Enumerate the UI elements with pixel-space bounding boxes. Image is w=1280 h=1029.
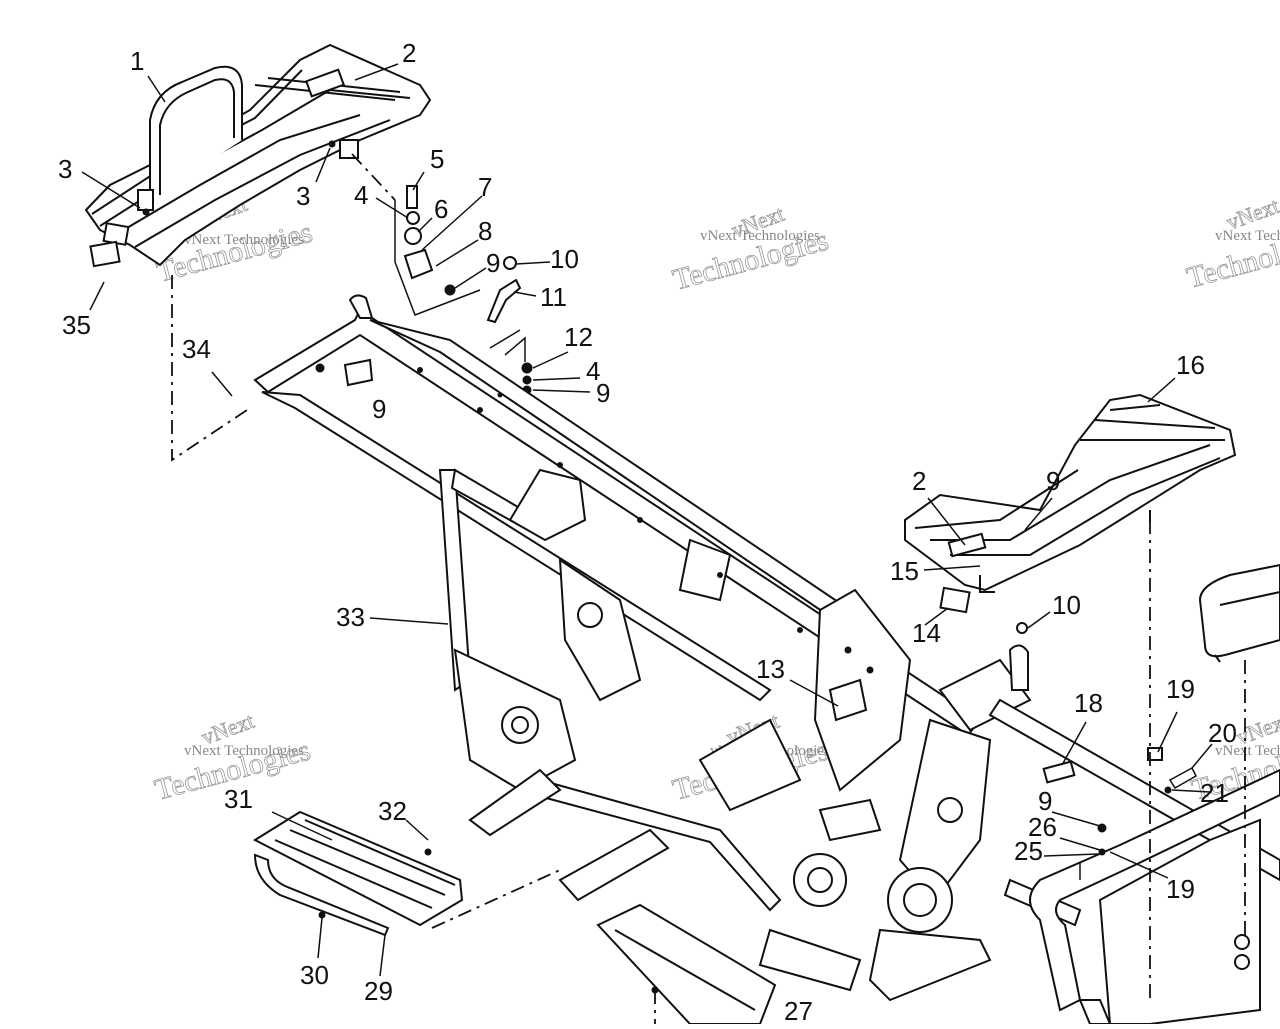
callout-31: 31 bbox=[224, 784, 253, 814]
assembly-lines bbox=[171, 153, 1246, 1024]
svg-text:vNext Technologies: vNext Technologies bbox=[184, 232, 304, 248]
leader-lines bbox=[81, 63, 1213, 977]
callout-29: 29 bbox=[364, 976, 393, 1006]
callout-21: 21 bbox=[1200, 778, 1229, 808]
callout-12: 12 bbox=[564, 322, 593, 352]
taillight bbox=[1198, 563, 1280, 663]
callout-32: 32 bbox=[378, 796, 407, 826]
callout-9: 9 bbox=[1046, 466, 1060, 496]
callout-2: 2 bbox=[912, 466, 926, 496]
callout-30: 30 bbox=[300, 960, 329, 990]
callout-19: 19 bbox=[1166, 874, 1195, 904]
callout-9: 9 bbox=[486, 248, 500, 278]
callout-10: 10 bbox=[550, 244, 579, 274]
callout-2: 2 bbox=[402, 38, 416, 68]
callout-9: 9 bbox=[372, 394, 386, 424]
footrest bbox=[252, 810, 464, 937]
rear-rack bbox=[904, 393, 1237, 614]
callout-1: 1 bbox=[130, 46, 144, 76]
rear-bumper bbox=[1029, 768, 1280, 1025]
rear-hardware bbox=[1016, 622, 1197, 880]
callout-10: 10 bbox=[1052, 590, 1081, 620]
callout-33: 33 bbox=[336, 602, 365, 632]
callout-3: 3 bbox=[296, 181, 310, 211]
skid-plate bbox=[596, 903, 777, 1025]
callout-18: 18 bbox=[1074, 688, 1103, 718]
callout-25: 25 bbox=[1014, 836, 1043, 866]
callout-35: 35 bbox=[62, 310, 91, 340]
callout-4: 4 bbox=[586, 356, 600, 386]
watermark-right-top: vNext vNext Technologies Technologies bbox=[1183, 192, 1280, 295]
callout-16: 16 bbox=[1176, 350, 1205, 380]
svg-text:vNext Technologies: vNext Technologies bbox=[700, 228, 820, 244]
callout-5: 5 bbox=[430, 144, 444, 174]
callout-26: 26 bbox=[1028, 812, 1057, 842]
callout-labels: 1 2 3 3 5 4 6 7 8 9 10 11 12 4 9 35 34 9… bbox=[58, 38, 1237, 1026]
callout-19: 19 bbox=[1166, 674, 1195, 704]
callout-13: 13 bbox=[756, 654, 785, 684]
callout-20: 20 bbox=[1208, 718, 1237, 748]
callout-27: 27 bbox=[784, 996, 813, 1024]
callout-7: 7 bbox=[478, 172, 492, 202]
watermark-center-top: vNext vNext Technologies Technologies bbox=[669, 200, 832, 297]
front-rack bbox=[84, 43, 432, 268]
callout-3: 3 bbox=[58, 154, 72, 184]
callout-6: 6 bbox=[434, 194, 448, 224]
svg-text:vNext Technologies: vNext Technologies bbox=[1215, 228, 1280, 244]
callout-8: 8 bbox=[478, 216, 492, 246]
callout-9: 9 bbox=[596, 378, 610, 408]
svg-text:vNext Technologies: vNext Technologies bbox=[184, 743, 304, 759]
callout-15: 15 bbox=[890, 556, 919, 586]
callout-9: 9 bbox=[1038, 786, 1052, 816]
callout-4: 4 bbox=[354, 180, 368, 210]
callout-34: 34 bbox=[182, 334, 211, 364]
callout-11: 11 bbox=[540, 282, 567, 312]
svg-text:vNext Technologies: vNext Technologies bbox=[1215, 743, 1280, 759]
main-frame bbox=[253, 294, 1280, 1002]
callout-14: 14 bbox=[912, 618, 941, 648]
